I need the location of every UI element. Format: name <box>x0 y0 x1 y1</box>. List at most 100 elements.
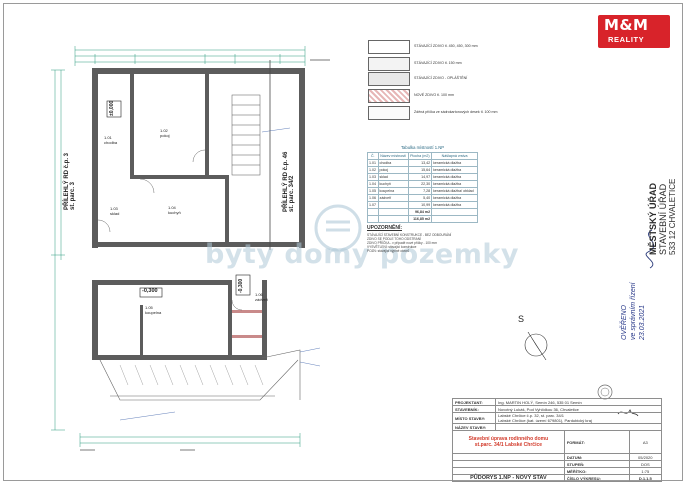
table-total-row: 116,85 m2 <box>367 215 478 223</box>
signature <box>645 229 655 269</box>
title-block-label: MĚŘÍTKO: <box>563 467 630 475</box>
table-cell: 116,85 m2 <box>407 215 433 223</box>
notes-body: STÁVAJÍCÍ STAVEBNÍ KONSTRUKCE - BEZ ODBO… <box>367 233 479 253</box>
note-line: STÁVAJÍCÍ STAVEBNÍ KONSTRUKCE - BEZ ODBO… <box>367 233 452 237</box>
legend-text: NOVÉ ZDIVO tl. 100 mm <box>414 93 454 97</box>
table-cell <box>431 215 478 223</box>
table-cell: keramická dlažba/ obklad <box>431 187 478 195</box>
level-mid-text: -0,300 <box>238 278 244 293</box>
table-cell: 1.07 <box>367 201 379 209</box>
stamp-handwritten: OVĚŘENO ve správním řízení 23.03.2021 <box>620 282 647 340</box>
title-block-value: A3 <box>628 430 663 454</box>
level-top-text: ±0,000 <box>109 100 115 116</box>
dimension-lines-top <box>74 46 306 66</box>
title-block: PROJEKTANT:Ing. MARTIN HOLÝ, Semín 246, … <box>452 398 663 482</box>
level-box-bottom <box>139 287 163 298</box>
title-block-label: FORMÁT: <box>563 430 630 454</box>
walls <box>92 68 305 360</box>
table-cell: chodba <box>377 159 409 167</box>
title-block-value: D.1.1.5 <box>628 474 663 482</box>
rooms-table-title: Tabulka místností 1.NP <box>400 145 445 150</box>
table-cell: 1.04 <box>367 180 379 188</box>
new-walls <box>232 310 262 338</box>
legend-text: STÁVAJÍCÍ ZDIVO - OPLÁŠTĚNÍ <box>414 76 468 80</box>
rooms-table: Č. Název místnosti Plocha (m2) Nášlapná … <box>367 152 478 223</box>
table-cell: 10,99 <box>407 201 433 209</box>
neighbor-left-label: PŘÍLEHLÝ RD č.p. 3 st. parc. 3 <box>64 152 76 210</box>
legend-swatch-new-wall <box>368 89 410 103</box>
title-block-label: ČÍSLO VÝKRESU: <box>563 474 630 482</box>
title-block-value: 05/2020 <box>628 453 663 461</box>
north-label: S <box>518 314 525 324</box>
drawing-sheet <box>3 3 683 481</box>
table-header: Název místnosti <box>377 152 409 160</box>
table-header-row: Č. Název místnosti Plocha (m2) Nášlapná … <box>367 152 478 160</box>
legend-swatch-existing-thin <box>368 57 410 71</box>
table-cell: 5,40 <box>407 194 433 202</box>
legend-text: Zděná příčka ze sádrokartonových desek t… <box>414 110 498 114</box>
drawing-title: PŮDORYS 1.NP - NOVÝ STAV <box>452 474 565 482</box>
dimension-lines-left <box>51 69 65 431</box>
table-cell: keramická dlažba <box>431 173 478 181</box>
legend-swatch-existing-wall <box>368 40 410 54</box>
title-block-value: Ing. MARTIN HOLÝ, Semín 246, 535 01 Semí… <box>495 398 662 406</box>
note-line: ZDIVO SE PODLE TOHO ODSTRANÍ <box>367 237 421 241</box>
notes-title: UPOZORNĚNÍ: <box>367 225 402 231</box>
table-cell: 1.03 <box>367 173 379 181</box>
stamp-date: 23.03.2021 <box>639 304 646 340</box>
table-cell: keramická dlažba <box>431 194 478 202</box>
table-cell: 13,42 <box>407 159 433 167</box>
legend-text: STÁVAJÍCÍ ZDIVO tl. 150 mm <box>414 61 462 65</box>
table-cell <box>367 215 379 223</box>
table-cell: zádveří <box>377 194 409 202</box>
legend-text: STÁVAJÍCÍ ZDIVO tl. 450, 450, 300 mm <box>414 44 478 48</box>
table-cell: kuchyň <box>377 180 409 188</box>
title-block-label: STUPEŇ: <box>563 460 630 468</box>
table-cell: 15,64 <box>407 166 433 174</box>
table-cell: keramická dlažba <box>431 166 478 174</box>
title-block-label: PROJEKTANT: <box>452 398 496 406</box>
watermark-emblem <box>314 204 362 252</box>
note-leaders <box>119 127 321 421</box>
table-cell <box>377 201 409 209</box>
door-swings <box>97 149 243 311</box>
note-line: ZDIVO PŘÍČKA - v případě nové příčky - 1… <box>367 241 437 245</box>
title-block-value: 1:75 <box>628 467 663 475</box>
table-total-row: 96,84 m2 <box>367 208 478 216</box>
office-stamp-seal <box>597 384 613 400</box>
table-cell <box>367 208 379 216</box>
table-cell: 1.05 <box>367 187 379 195</box>
title-block-spacer <box>452 460 565 468</box>
table-cell: 1.01 <box>367 159 379 167</box>
neighbor-boundary <box>269 59 330 250</box>
table-header: Č. <box>367 152 379 160</box>
table-cell: 96,84 m2 <box>407 208 433 216</box>
table-cell: 22,30 <box>407 180 433 188</box>
title-block-label: MÍSTO STAVBY: <box>452 412 496 424</box>
watermark-text: byty domy pozemky <box>205 239 519 270</box>
terrace-hatch <box>119 364 264 386</box>
table-cell <box>431 208 478 216</box>
table-cell <box>377 215 409 223</box>
title-block-spacer <box>452 467 565 475</box>
title-block-label: DATUM: <box>563 453 630 461</box>
table-cell <box>377 208 409 216</box>
note-line: VYSVĚTLENÍ: stávající konstrukce <box>367 245 417 249</box>
title-block-label: NÁZEV STAVBY: <box>452 423 496 431</box>
office-stamp: MĚSTSKÝ ÚŘAD STAVEBNÍ ÚŘAD 533 12 CHVALE… <box>648 179 678 255</box>
table-cell: 1.02 <box>367 166 379 174</box>
